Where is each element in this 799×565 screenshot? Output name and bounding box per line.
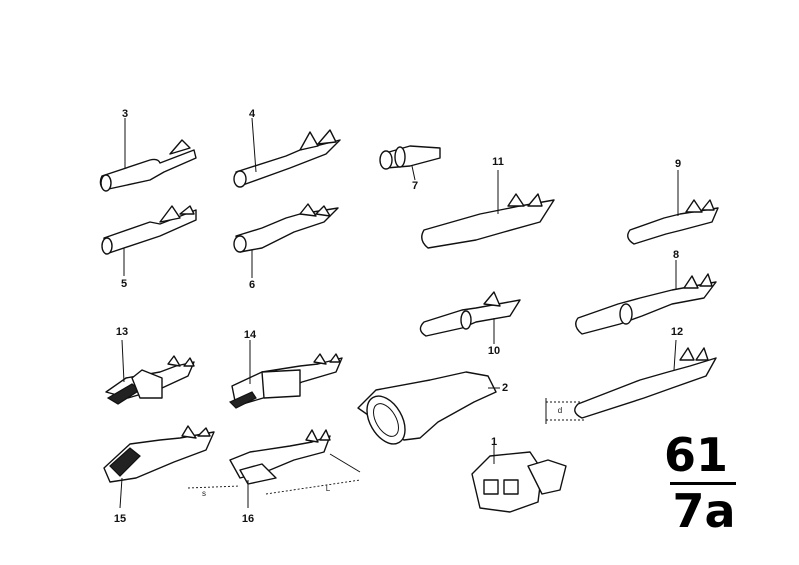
callout-13: 13 <box>115 326 129 338</box>
callout-9: 9 <box>674 158 682 170</box>
part-14-terminal <box>228 340 343 409</box>
dimension-s: s <box>202 489 206 498</box>
part-2-boot <box>357 371 500 445</box>
callout-2: 2 <box>501 382 509 394</box>
callout-5: 5 <box>120 278 128 290</box>
group-number-main: 61 <box>663 428 729 482</box>
part-4-terminal <box>233 117 341 188</box>
callout-14: 14 <box>243 329 257 341</box>
part-10-terminal <box>419 291 521 344</box>
callout-1: 1 <box>490 436 498 448</box>
callout-12: 12 <box>670 326 684 338</box>
part-16-terminal <box>187 429 361 508</box>
dimension-l: L <box>325 484 331 493</box>
callout-6: 6 <box>248 279 256 291</box>
callout-15: 15 <box>113 513 127 525</box>
callout-16: 16 <box>241 513 255 525</box>
callout-11: 11 <box>492 156 504 168</box>
part-1-connector-housing <box>471 440 567 513</box>
group-number-sub: 7a <box>672 484 736 538</box>
part-15-terminal <box>103 425 215 509</box>
callout-10: 10 <box>487 345 501 357</box>
part-3-terminal <box>99 118 197 192</box>
part-12-terminal <box>545 339 717 424</box>
part-7-pin <box>379 145 441 181</box>
callout-8: 8 <box>672 249 680 261</box>
part-5-terminal <box>101 205 197 276</box>
part-9-terminal <box>627 170 719 245</box>
part-8-terminal <box>575 260 717 335</box>
callout-7: 7 <box>411 180 419 192</box>
callout-3: 3 <box>121 108 129 120</box>
part-13-terminal <box>105 339 195 405</box>
part-11-terminal <box>421 170 555 249</box>
group-number-divider <box>670 482 736 485</box>
callout-4: 4 <box>248 108 256 120</box>
part-6-terminal <box>233 203 339 278</box>
dimension-d: d <box>557 406 563 415</box>
